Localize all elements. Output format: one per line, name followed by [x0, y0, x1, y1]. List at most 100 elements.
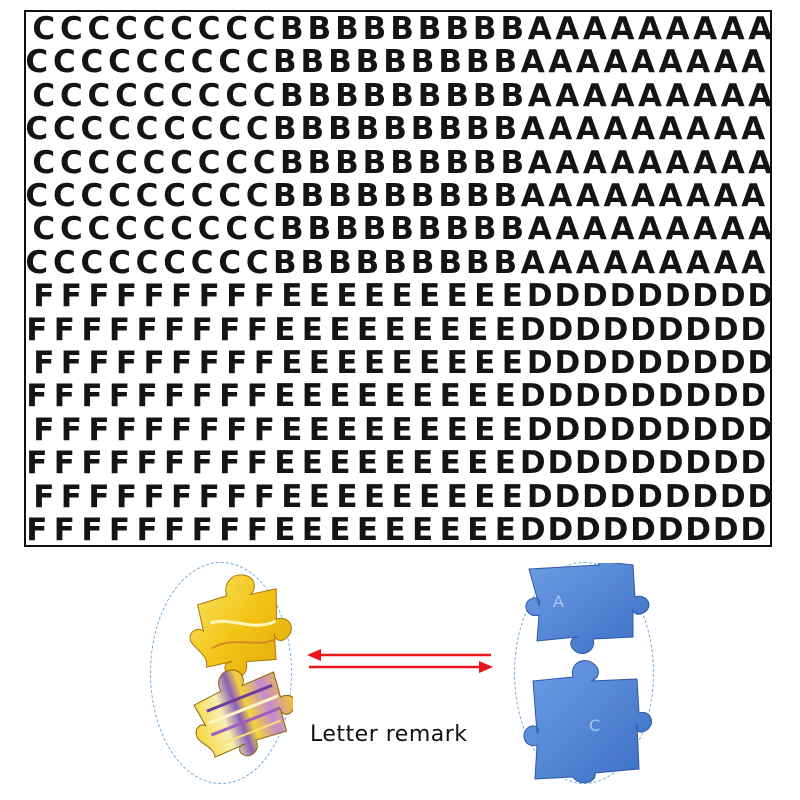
- grid-letter: F: [143, 278, 165, 315]
- grid-letter: D: [582, 411, 608, 448]
- grid-letter: D: [664, 411, 691, 448]
- grid-letter: D: [582, 345, 608, 381]
- grid-letter: C: [80, 178, 104, 214]
- grid-letter: E: [356, 512, 379, 547]
- grid-letter: D: [664, 478, 691, 515]
- grid-letter: C: [170, 144, 193, 181]
- grid-letter: A: [638, 77, 663, 114]
- grid-letter: F: [219, 445, 241, 482]
- grid-letter: D: [657, 311, 684, 348]
- grid-letter: D: [740, 445, 767, 482]
- grid-letter: A: [658, 244, 683, 281]
- grid-letter: A: [520, 44, 545, 81]
- grid-letter: A: [720, 11, 745, 47]
- grid-letter: B: [335, 144, 359, 181]
- grid-letter: B: [500, 211, 525, 248]
- grid-letter: A: [658, 111, 683, 148]
- grid-letter: F: [108, 311, 131, 348]
- grid-letter: C: [197, 144, 221, 181]
- grid-letter: A: [582, 211, 607, 248]
- grid-letter: A: [713, 244, 738, 281]
- grid-letter: E: [501, 411, 523, 448]
- grid-letter: F: [171, 478, 193, 515]
- grid-letter: F: [33, 478, 55, 515]
- grid-letter: F: [136, 311, 158, 348]
- grid-letter: B: [438, 244, 462, 281]
- grid-letter: B: [445, 77, 469, 114]
- grid-letter: C: [135, 44, 159, 81]
- grid-letter: D: [554, 278, 581, 315]
- grid-letter: C: [108, 178, 131, 214]
- grid-letter: B: [472, 144, 497, 181]
- blue-puzzle-pieces-image: A C: [523, 556, 653, 784]
- grid-letter: E: [439, 311, 461, 348]
- grid-letter: B: [355, 178, 380, 214]
- grid-letter: D: [747, 478, 772, 515]
- grid-letter: A: [555, 11, 580, 47]
- grid-letter: D: [575, 445, 601, 482]
- grid-letter: E: [439, 512, 461, 547]
- grid-letter: B: [362, 77, 387, 114]
- grid-letter: F: [198, 345, 220, 381]
- piece-letter-a: A: [553, 592, 564, 611]
- grid-letter: F: [253, 278, 275, 315]
- grid-letter: A: [631, 244, 656, 281]
- grid-letter: F: [219, 378, 241, 415]
- grid-letter: A: [638, 144, 663, 181]
- grid-letter: B: [272, 44, 297, 81]
- grid-letter: E: [356, 311, 379, 348]
- grid-letter: F: [191, 311, 213, 348]
- grid-letter: D: [637, 278, 663, 315]
- grid-letter: B: [307, 144, 332, 181]
- grid-letter: E: [501, 278, 523, 315]
- grid-letter: E: [384, 311, 406, 348]
- grid-letter: F: [143, 478, 165, 515]
- grid-letter: C: [197, 11, 221, 47]
- grid-letter: C: [190, 178, 214, 214]
- grid-letter: A: [631, 44, 656, 81]
- grid-letter: C: [170, 211, 193, 248]
- grid-letter: F: [136, 378, 158, 415]
- grid-letter: E: [446, 345, 468, 381]
- grid-letter: E: [274, 311, 296, 348]
- grid-letter: B: [390, 11, 414, 47]
- grid-letter: F: [81, 445, 103, 482]
- grid-letter: F: [253, 478, 275, 515]
- grid-letter: F: [53, 311, 75, 348]
- grid-letter: A: [610, 211, 635, 248]
- grid-letter: C: [52, 111, 76, 148]
- grid-letter: D: [692, 411, 719, 448]
- grid-letter: A: [686, 244, 711, 281]
- grid-letter: B: [472, 11, 497, 47]
- grid-letter: A: [713, 44, 738, 81]
- grid-letter: C: [190, 111, 214, 148]
- grid-letter: D: [526, 411, 553, 448]
- grid-letter: D: [602, 378, 629, 415]
- grid-letter: E: [467, 445, 489, 482]
- grid-letter: A: [720, 144, 745, 181]
- grid-letter: C: [163, 44, 186, 81]
- grid-letter: A: [748, 211, 772, 248]
- grid-letter: D: [657, 445, 684, 482]
- grid-letter: B: [328, 178, 352, 214]
- grid-letter: D: [575, 378, 601, 415]
- grid-letter: B: [410, 244, 435, 281]
- grid-letter: E: [391, 278, 413, 315]
- grid-letter: B: [300, 178, 325, 214]
- grid-letter: A: [686, 178, 711, 214]
